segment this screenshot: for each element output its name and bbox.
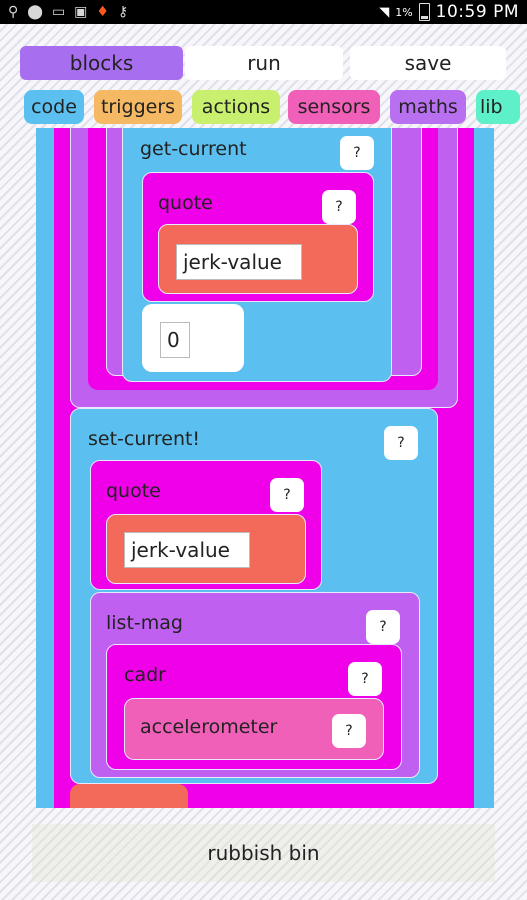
- cadr-help-button[interactable]: ?: [348, 662, 382, 696]
- tab-save[interactable]: save: [350, 46, 506, 80]
- status-icons: ⚲ ⬤ ▭ ▣ ♦ ⚷: [0, 0, 128, 24]
- usb-icon: ⚲: [8, 4, 19, 20]
- number-value[interactable]: 0: [160, 322, 190, 358]
- battery-percent: 1%: [395, 5, 413, 19]
- clock: 10:59 PM: [435, 2, 519, 22]
- palette-triggers[interactable]: triggers: [94, 90, 182, 124]
- quote-help-button-1[interactable]: ?: [322, 190, 356, 224]
- cadr-label: cadr: [124, 664, 166, 686]
- status-bar: ⚲ ⬤ ▭ ▣ ♦ ⚷ ◥ 1% 10:59 PM: [0, 0, 527, 24]
- tab-run[interactable]: run: [185, 46, 343, 80]
- key-icon: ⚷: [117, 4, 129, 20]
- cast-icon: ▭: [51, 4, 66, 20]
- set-current-help-button[interactable]: ?: [384, 426, 418, 460]
- image-icon: ▣: [74, 4, 88, 20]
- rubbish-bin[interactable]: rubbish bin: [32, 824, 495, 882]
- palette-sensors[interactable]: sensors: [288, 90, 380, 124]
- quote-value-2[interactable]: jerk-value: [124, 532, 250, 568]
- quote-label-1: quote: [158, 192, 213, 214]
- block-palette: code triggers actions sensors maths lib: [0, 90, 527, 126]
- palette-actions[interactable]: actions: [192, 90, 280, 124]
- get-current-label: get-current: [140, 138, 247, 160]
- get-current-help-button[interactable]: ?: [340, 136, 374, 170]
- tab-blocks[interactable]: blocks: [20, 46, 183, 80]
- battery-icon: [418, 3, 430, 21]
- accelerometer-label: accelerometer: [140, 716, 278, 738]
- quote-value-1[interactable]: jerk-value: [176, 244, 302, 280]
- number-block[interactable]: [142, 304, 244, 372]
- palette-maths[interactable]: maths: [390, 90, 466, 124]
- wifi-icon: ◥: [379, 4, 390, 20]
- palette-lib[interactable]: lib: [476, 90, 520, 124]
- location-icon: ⬤: [27, 4, 43, 20]
- partial-block[interactable]: [70, 784, 188, 808]
- list-mag-help-button[interactable]: ?: [366, 610, 400, 644]
- flame-icon: ♦: [96, 4, 109, 20]
- quote-label-2: quote: [106, 480, 161, 502]
- list-mag-label: list-mag: [106, 612, 183, 634]
- palette-code[interactable]: code: [24, 90, 84, 124]
- quote-help-button-2[interactable]: ?: [270, 478, 304, 512]
- code-canvas[interactable]: get-current ? quote ? jerk-value 0 set-c…: [0, 128, 527, 808]
- set-current-label: set-current!: [88, 428, 201, 450]
- accelerometer-help-button[interactable]: ?: [332, 714, 366, 748]
